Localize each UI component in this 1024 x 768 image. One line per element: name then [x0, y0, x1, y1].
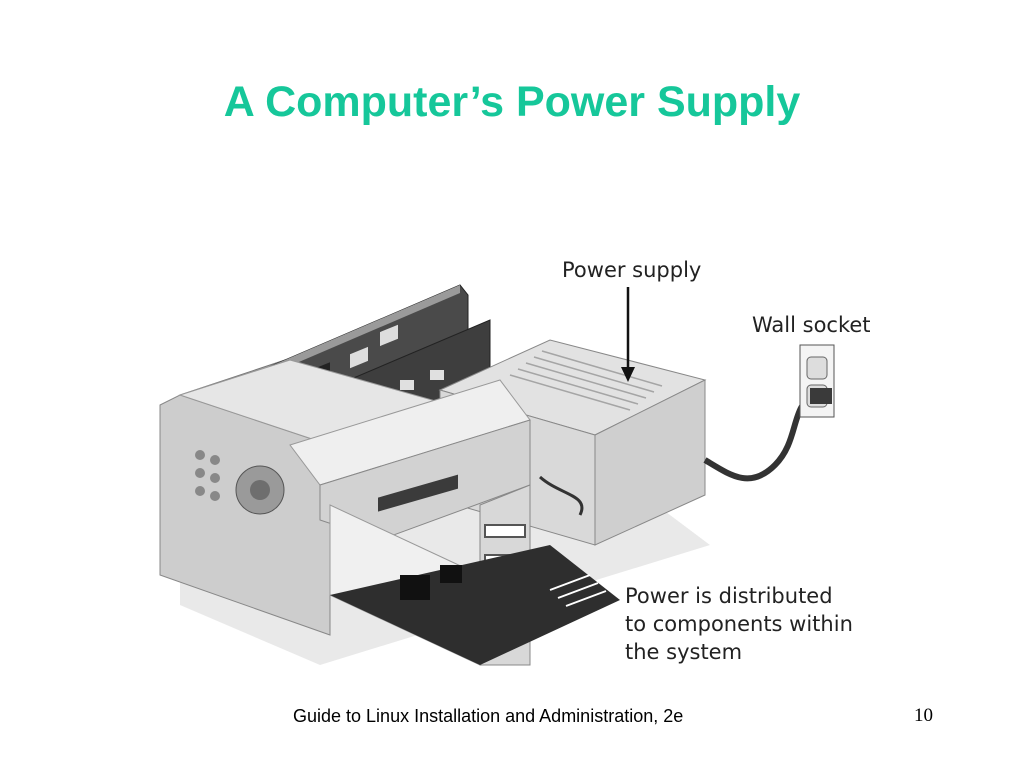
wall-socket-icon — [799, 344, 835, 418]
slide-title: A Computer’s Power Supply — [223, 78, 801, 126]
page-number: 10 — [914, 705, 933, 726]
down-arrow-icon — [621, 287, 635, 382]
label-distribution-line-3: the system — [625, 640, 743, 664]
label-power-supply: Power supply — [562, 258, 702, 282]
power-cable — [703, 392, 817, 482]
label-distribution-line-2: to components within — [625, 612, 853, 636]
slide-footer: Guide to Linux Installation and Administ… — [293, 706, 684, 726]
computer-case-drawing — [159, 284, 835, 666]
label-power-distribution: Power is distributed to components withi… — [625, 582, 885, 666]
label-distribution-line-1: Power is distributed — [625, 584, 833, 608]
label-wall-socket: Wall socket — [752, 313, 871, 337]
computer-case-illustration — [150, 245, 880, 675]
